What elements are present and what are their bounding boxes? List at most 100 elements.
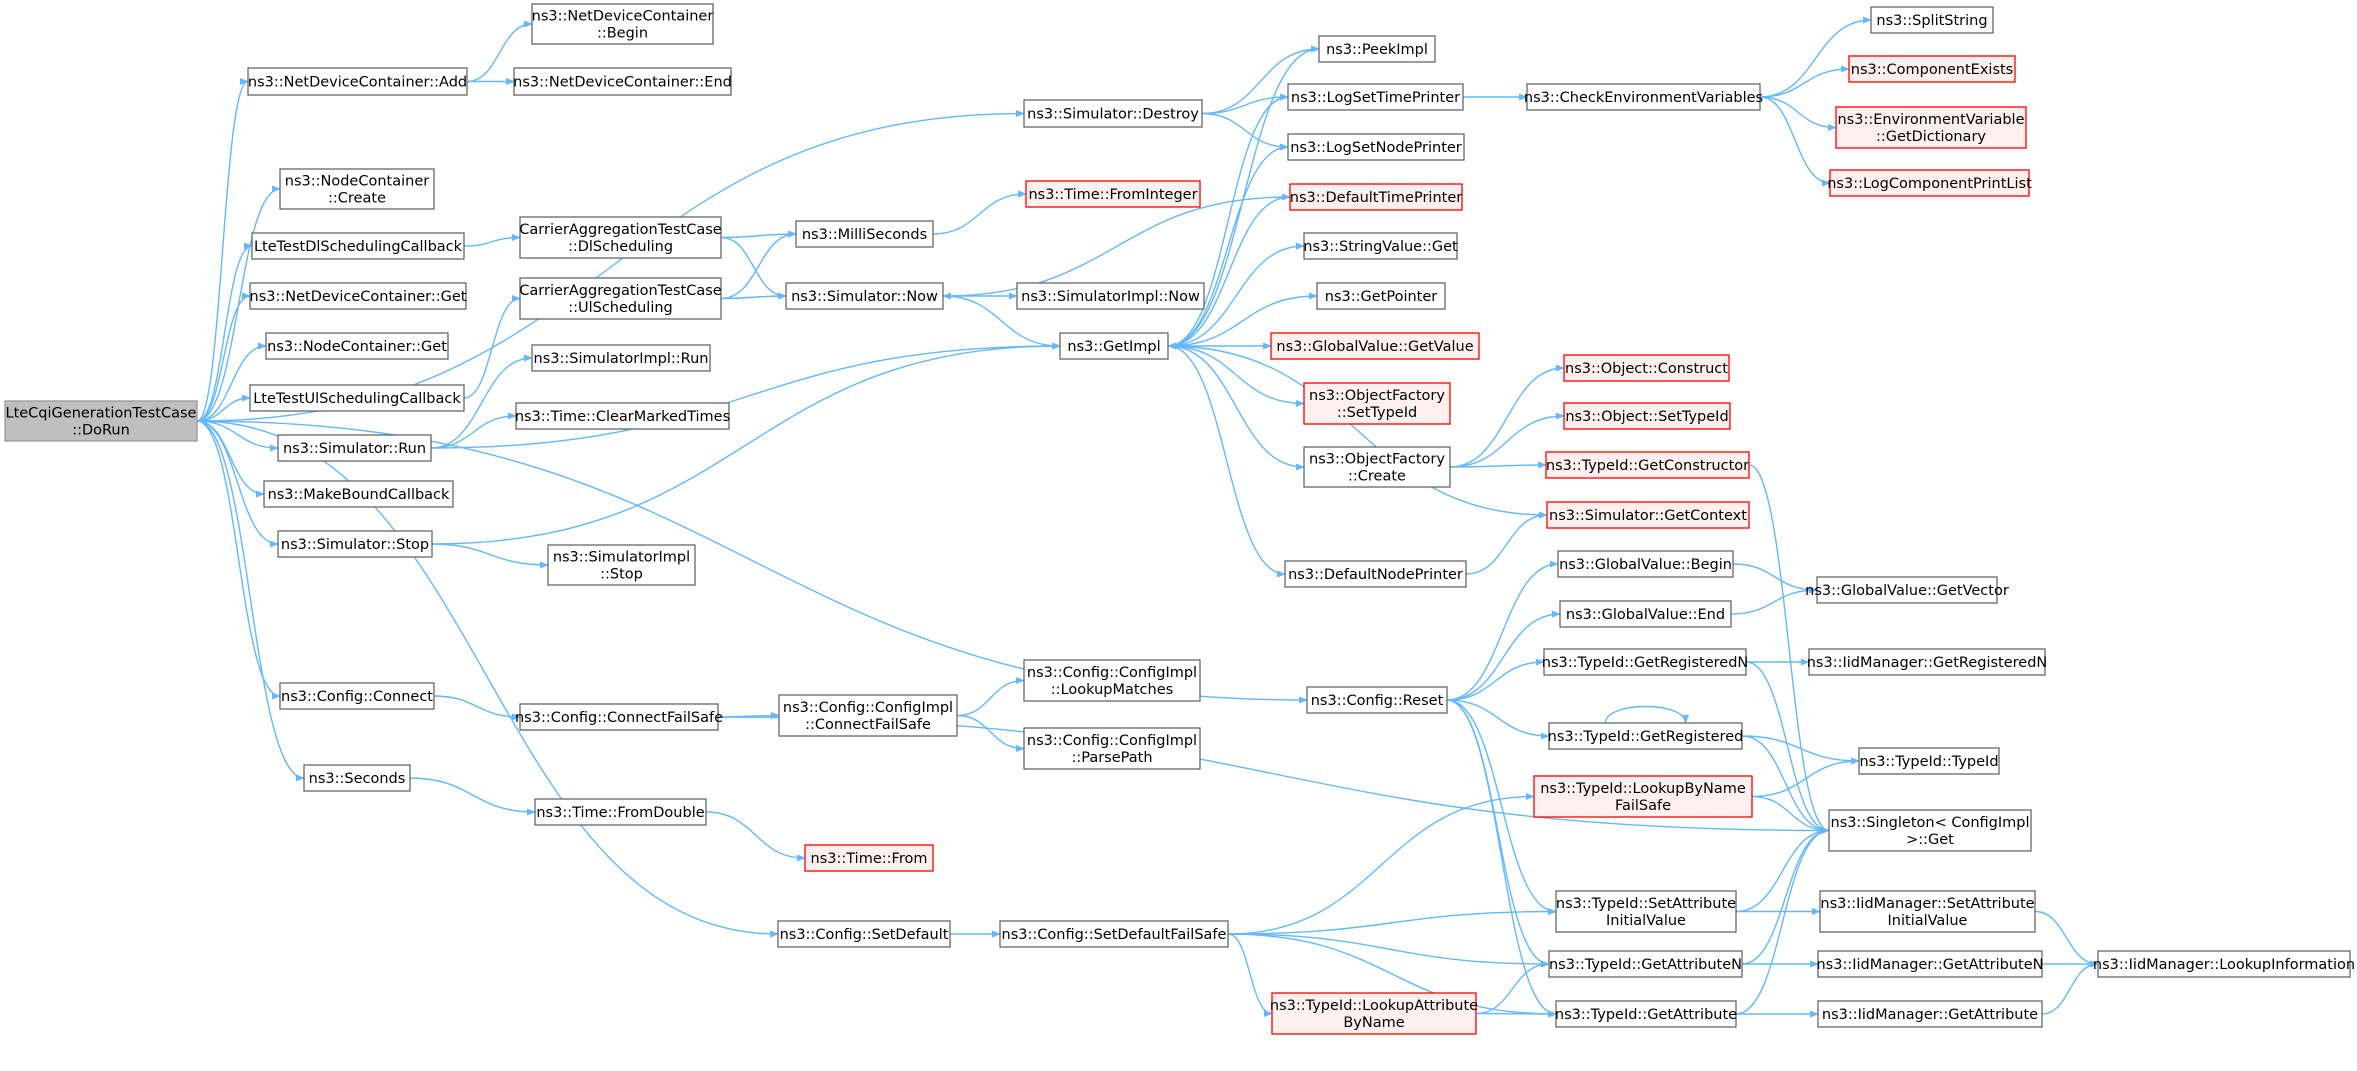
node-split-string[interactable]: ns3::SplitString [1870, 6, 1994, 34]
edge-check-env-to-env-dict [1759, 96, 1837, 132]
node-obj-construct[interactable]: ns3::Object::Construct [1563, 354, 1730, 382]
node-from-double[interactable]: ns3::Time::FromDouble [534, 798, 707, 826]
node-box [1559, 600, 1732, 628]
node-get-constructor[interactable]: ns3::TypeId::GetConstructor [1545, 451, 1750, 479]
node-iid-get-reg-n[interactable]: ns3::IidManager::GetRegisteredN [1807, 648, 2048, 676]
node-obj-set-type-id[interactable]: ns3::Object::SetTypeId [1563, 402, 1731, 430]
node-make-bound[interactable]: ns3::MakeBoundCallback [263, 480, 454, 508]
node-box [1858, 747, 2000, 775]
node-sim-stop[interactable]: ns3::Simulator::Stop [277, 530, 433, 558]
node-log-set-time[interactable]: ns3::LogSetTimePrinter [1287, 83, 1464, 111]
node-label: ns3::Time::From [811, 851, 928, 867]
node-str-val-get[interactable]: ns3::StringValue::Get [1303, 232, 1458, 260]
node-label: ::GetDictionary [1876, 129, 1986, 145]
node-time-from[interactable]: ns3::Time::From [804, 844, 934, 872]
edge-iid-set-attr-init-to-iid-lookup-info [2034, 910, 2099, 968]
edge-get-impl-to-log-set-time [1167, 93, 1289, 347]
node-label: ns3::TypeId::GetAttributeN [1549, 957, 1742, 973]
node-of-create[interactable]: ns3::ObjectFactory::Create [1303, 446, 1451, 488]
node-ndc-add[interactable]: ns3::NetDeviceContainer::Add [247, 67, 468, 96]
node-get-impl[interactable]: ns3::GetImpl [1059, 332, 1169, 360]
node-root[interactable]: LteCqiGenerationTestCase::DoRun [4, 400, 198, 442]
node-seconds[interactable]: ns3::Seconds [303, 764, 411, 792]
node-gv-get-vector[interactable]: ns3::GlobalValue::GetVector [1805, 576, 2009, 604]
node-cfg-set-default[interactable]: ns3::Config::SetDefault [777, 920, 951, 948]
node-box [1819, 890, 2036, 933]
node-node-create[interactable]: ns3::NodeContainer::Create [279, 168, 435, 210]
node-sim-destroy[interactable]: ns3::Simulator::Destroy [1023, 99, 1203, 128]
node-node-get[interactable]: ns3::NodeContainer::Get [265, 332, 449, 360]
node-label: ns3::StringValue::Get [1303, 239, 1458, 255]
node-of-set-type-id[interactable]: ns3::ObjectFactory::SetTypeId [1303, 382, 1451, 425]
node-gv-get-value[interactable]: ns3::GlobalValue::GetValue [1270, 332, 1480, 360]
edge-tid-get-reg-to-singleton-get [1741, 735, 1830, 835]
node-ca-ul[interactable]: CarrierAggregationTestCase::UlScheduling [519, 277, 722, 320]
node-env-dict[interactable]: ns3::EnvironmentVariable::GetDictionary [1835, 106, 2027, 149]
node-sim-impl-stop[interactable]: ns3::SimulatorImpl::Stop [547, 544, 696, 586]
node-label: ns3::Time::FromInteger [1028, 187, 1197, 203]
node-label: ns3::Config::ConfigImpl [1027, 733, 1197, 749]
node-box [1808, 648, 2046, 676]
node-tid-get-reg[interactable]: ns3::TypeId::GetRegistered [1548, 722, 1744, 750]
node-label: ns3::DefaultTimePrinter [1290, 190, 1462, 206]
node-box [1543, 648, 1747, 676]
node-from-integer[interactable]: ns3::Time::FromInteger [1025, 180, 1201, 208]
node-tid-get-attr-n[interactable]: ns3::TypeId::GetAttributeN [1548, 950, 1743, 978]
node-sim-impl-now[interactable]: ns3::SimulatorImpl::Now [1016, 282, 1205, 310]
node-iid-get-attr[interactable]: ns3::IidManager::GetAttribute [1817, 1000, 2043, 1028]
node-parse-path[interactable]: ns3::Config::ConfigImpl::ParsePath [1023, 727, 1201, 770]
node-box [515, 402, 730, 430]
node-iid-lookup-info[interactable]: ns3::IidManager::LookupInformation [2093, 950, 2355, 978]
node-dl-callback[interactable]: LteTestDlSchedulingCallback [251, 232, 465, 260]
node-tid-type-id[interactable]: ns3::TypeId::TypeId [1858, 747, 2000, 775]
edge-ndc-add-to-ndc-begin [466, 20, 533, 83]
node-label: ns3::Config::ConfigImpl [1027, 665, 1197, 681]
node-milli-sec[interactable]: ns3::MilliSeconds [795, 220, 934, 248]
node-label: ns3::SimulatorImpl [553, 550, 690, 566]
node-ndc-begin[interactable]: ns3::NetDeviceContainer::Begin [531, 3, 714, 45]
node-sim-run[interactable]: ns3::Simulator::Run [277, 434, 432, 462]
node-gv-end[interactable]: ns3::GlobalValue::End [1559, 600, 1732, 628]
node-iid-set-attr-init[interactable]: ns3::IidManager::SetAttributeInitialValu… [1819, 890, 2036, 933]
node-label: FailSafe [1615, 798, 1671, 814]
edge-get-impl-to-of-create [1167, 345, 1305, 471]
node-def-time-printer[interactable]: ns3::DefaultTimePrinter [1289, 183, 1463, 211]
node-peek-impl[interactable]: ns3::PeekImpl [1318, 35, 1436, 63]
node-sim-get-context[interactable]: ns3::Simulator::GetContext [1546, 501, 1750, 529]
node-label: ns3::TypeId::LookupAttribute [1270, 998, 1478, 1014]
node-sim-impl-run[interactable]: ns3::SimulatorImpl::Run [531, 344, 711, 372]
node-check-env[interactable]: ns3::CheckEnvironmentVariables [1524, 83, 1763, 111]
node-tid-get-reg-n[interactable]: ns3::TypeId::GetRegisteredN [1542, 648, 1749, 676]
node-box [1303, 446, 1451, 488]
node-clear-marked[interactable]: ns3::Time::ClearMarkedTimes [515, 402, 730, 430]
node-label: ns3::NetDeviceContainer [532, 9, 714, 25]
node-ndc-get[interactable]: ns3::NetDeviceContainer::Get [249, 282, 467, 310]
node-ndc-end[interactable]: ns3::NetDeviceContainer::End [513, 67, 732, 96]
node-box [1829, 169, 2030, 197]
node-cfg-impl-conn-fs[interactable]: ns3::Config::ConfigImpl::ConnectFailSafe [778, 694, 958, 737]
node-cfg-set-def-fs[interactable]: ns3::Config::SetDefaultFailSafe [999, 920, 1229, 948]
edge-root-to-dl-callback [196, 242, 253, 422]
node-box [1548, 950, 1743, 978]
node-iid-get-attr-n[interactable]: ns3::IidManager::GetAttributeN [1816, 950, 2044, 978]
node-singleton-get[interactable]: ns3::Singleton< ConfigImpl >::Get [1828, 809, 2032, 852]
node-cfg-reset[interactable]: ns3::Config::Reset [1306, 686, 1448, 714]
node-lookup-matches[interactable]: ns3::Config::ConfigImpl::LookupMatches [1023, 659, 1201, 702]
edge-root-to-cfg-reset [196, 420, 1308, 704]
node-ul-callback[interactable]: LteTestUlSchedulingCallback [249, 384, 465, 412]
node-ca-dl[interactable]: CarrierAggregationTestCase::DlScheduling [519, 216, 722, 259]
node-sim-now[interactable]: ns3::Simulator::Now [785, 282, 944, 310]
node-tid-get-attr[interactable]: ns3::TypeId::GetAttribute [1555, 1000, 1737, 1028]
node-cfg-connect[interactable]: ns3::Config::Connect [279, 682, 435, 710]
node-gv-begin[interactable]: ns3::GlobalValue::Begin [1557, 550, 1734, 578]
node-log-comp-print[interactable]: ns3::LogComponentPrintList [1827, 169, 2032, 197]
node-get-pointer[interactable]: ns3::GetPointer [1316, 282, 1446, 310]
node-cfg-conn-fs[interactable]: ns3::Config::ConnectFailSafe [515, 703, 723, 731]
node-log-set-node[interactable]: ns3::LogSetNodePrinter [1287, 133, 1465, 161]
node-comp-exists[interactable]: ns3::ComponentExists [1848, 55, 2016, 83]
node-def-node-printer[interactable]: ns3::DefaultNodePrinter [1284, 560, 1467, 588]
